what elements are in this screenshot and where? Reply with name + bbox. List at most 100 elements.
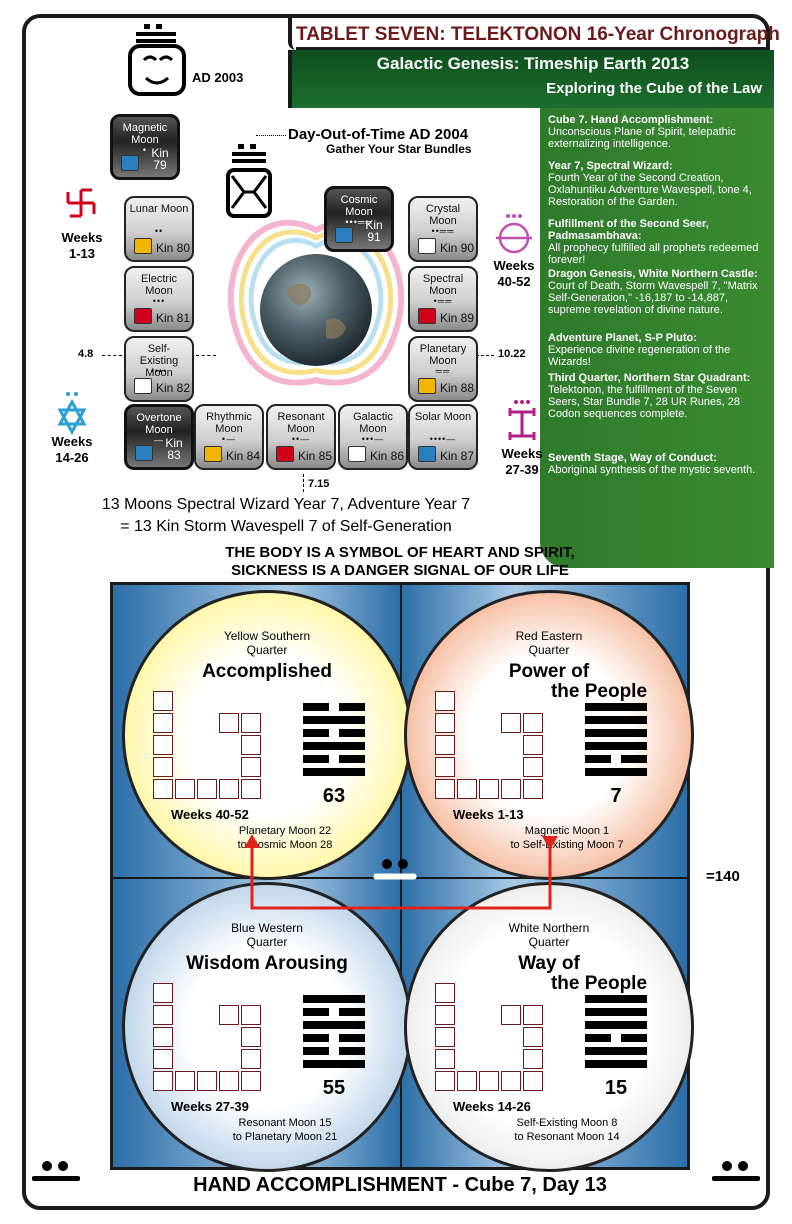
- mini-moon-cell: [435, 1071, 455, 1091]
- mini-moon-cell: [241, 1027, 261, 1047]
- weeks-range-3: 27-39: [505, 462, 539, 477]
- day-out-glyph-icon: [226, 144, 272, 218]
- moon-tile: Rhythmic Moon•—Kin 84: [194, 404, 264, 470]
- moon-tile: Overtone Moon—Kin 83: [124, 404, 194, 470]
- side-note-head: Fulfillment of the Second Seer, Padmasam…: [548, 218, 709, 242]
- mini-moon-cell: [479, 779, 499, 799]
- earth-rainbow-image: [227, 220, 405, 386]
- quarter-weeks: Weeks 40-52: [171, 807, 249, 822]
- quarter-title-1: Accomplished: [202, 661, 332, 682]
- kin-label: Kin 79: [151, 146, 169, 172]
- mini-moon-cell: [523, 1071, 543, 1091]
- moon-name: Magnetic Moon: [122, 122, 168, 146]
- kin-label: Kin 83: [165, 436, 183, 462]
- seal-glyph-icon: [134, 238, 152, 254]
- weeks-label-4: Weeks: [493, 258, 535, 273]
- mini-moon-cell: [501, 1005, 521, 1025]
- quarter-label: Quarter: [528, 935, 570, 949]
- mini-moon-cell: [457, 779, 477, 799]
- header-green-panel: Galactic Genesis: Timeship Earth 2013 Ex…: [288, 50, 774, 108]
- banner-line-1: THE BODY IS A SYMBOL OF HEART AND SPIRIT…: [225, 544, 575, 561]
- seal-glyph-icon: [335, 227, 353, 243]
- quarter-title-1: Power of: [508, 661, 590, 682]
- planet-glyph-icon: [496, 214, 532, 254]
- moon-name: Rhythmic Moon: [206, 411, 252, 435]
- mini-moon-cell: [523, 757, 543, 777]
- marker-right: 10.22: [498, 348, 526, 360]
- tone-bars: ••══: [431, 226, 455, 236]
- side-note-body: All prophecy fulfilled all prophets rede…: [548, 242, 759, 266]
- side-note: Adventure Planet, S-P Pluto:Experience d…: [548, 332, 766, 368]
- quarter-label: Quarter: [246, 935, 288, 949]
- quarter-weeks: Weeks 14-26: [453, 1099, 531, 1114]
- tablet-frame: TABLET SEVEN: TELEKTONON 16-Year Chronog…: [22, 14, 780, 1210]
- mini-moon-cell: [523, 713, 543, 733]
- tone-bars: ••••—: [429, 434, 457, 444]
- side-note: Seventh Stage, Way of Conduct:Aboriginal…: [548, 452, 766, 476]
- moon-tile: Galactic Moon•••—Kin 86: [338, 404, 408, 470]
- kin-label: Kin 82: [156, 381, 191, 395]
- tone-bars: •—: [221, 434, 237, 444]
- day-out-sub: Gather Your Star Bundles: [326, 142, 472, 156]
- mini-moon-cell: [523, 735, 543, 755]
- mini-moon-cell: [241, 779, 261, 799]
- quarter-range-1: Self-Existing Moon 8: [516, 1117, 618, 1129]
- hexagram-icon: [303, 703, 365, 781]
- mini-moon-cell: [219, 779, 239, 799]
- moon-name: Overtone Moon: [136, 412, 182, 436]
- side-note: Year 7, Spectral Wizard:Fourth Year of t…: [548, 160, 766, 208]
- mini-moon-cell: [435, 983, 455, 1003]
- mini-moon-cell: [435, 691, 455, 711]
- quarter-title-2: the People: [550, 973, 648, 994]
- moon-name: Self-Existing Moon: [139, 343, 179, 379]
- moon-tile: Magnetic Moon•Kin 79: [110, 114, 180, 180]
- moon-name: Spectral Moon: [422, 273, 464, 297]
- kin-label: Kin 91: [365, 218, 383, 244]
- mini-moon-cell: [153, 779, 173, 799]
- side-note-body: Telektonon, the fulfillment of the Seven…: [548, 384, 740, 420]
- year-label: AD 2003: [192, 70, 244, 85]
- moon-name: Resonant Moon: [277, 411, 325, 435]
- mini-moon-cell: [219, 713, 239, 733]
- seal-glyph-icon: [134, 308, 152, 324]
- side-note: Third Quarter, Northern Star Quadrant:Te…: [548, 372, 766, 420]
- kin-label: Kin 87: [440, 449, 475, 463]
- quarter-range-2: to Resonant Moon 14: [514, 1131, 620, 1143]
- side-note-head: Third Quarter, Northern Star Quadrant:: [548, 372, 751, 384]
- side-note: Dragon Genesis, White Northern Castle:Co…: [548, 268, 766, 316]
- mini-moon-cell: [153, 1049, 173, 1069]
- mini-moon-cell: [153, 1071, 173, 1091]
- side-note: Fulfillment of the Second Seer, Padmasam…: [548, 218, 766, 266]
- side-note-head: Seventh Stage, Way of Conduct:: [548, 452, 717, 464]
- quadrant-arrows: [244, 834, 558, 910]
- moon-name: Crystal Moon: [425, 203, 461, 227]
- header-subtitle: Galactic Genesis: Timeship Earth 2013: [376, 54, 690, 73]
- quarter-weeks: Weeks 1-13: [453, 807, 524, 822]
- moon-tile: Electric Moon•••Kin 81: [124, 266, 194, 332]
- mini-moon-cell: [523, 1049, 543, 1069]
- tone-bars: •══: [433, 296, 453, 306]
- center-tone-2-icon: [373, 859, 417, 880]
- kin-label: Kin 89: [440, 311, 475, 325]
- tool-glyph-icon: [508, 400, 536, 440]
- hexagram-icon: [585, 995, 647, 1073]
- mini-moon-cell: [523, 779, 543, 799]
- moon-name: Cosmic Moon: [340, 194, 378, 218]
- mini-moon-cell: [219, 1005, 239, 1025]
- hexagram-icon: [585, 703, 647, 781]
- mini-moon-cell: [241, 1049, 261, 1069]
- mini-moon-cell: [435, 757, 455, 777]
- side-note-body: Fourth Year of the Second Creation, Oxla…: [548, 172, 752, 208]
- quarter-name: Yellow Southern: [223, 629, 311, 643]
- mini-moon-cell: [435, 713, 455, 733]
- caption-line-2: = 13 Kin Storm Wavespell 7 of Self-Gener…: [120, 518, 452, 535]
- side-total: =140: [706, 868, 740, 885]
- side-note-head: Cube 7. Hand Accomplishment:: [548, 114, 714, 126]
- side-note-head: Year 7, Spectral Wizard:: [548, 160, 673, 172]
- weeks-range-4: 40-52: [497, 274, 531, 289]
- seal-face-icon: [128, 24, 186, 96]
- footer-tone-left-icon: [32, 1161, 80, 1181]
- moon-name: Planetary Moon: [419, 343, 467, 367]
- hexagram-number: 63: [322, 785, 346, 807]
